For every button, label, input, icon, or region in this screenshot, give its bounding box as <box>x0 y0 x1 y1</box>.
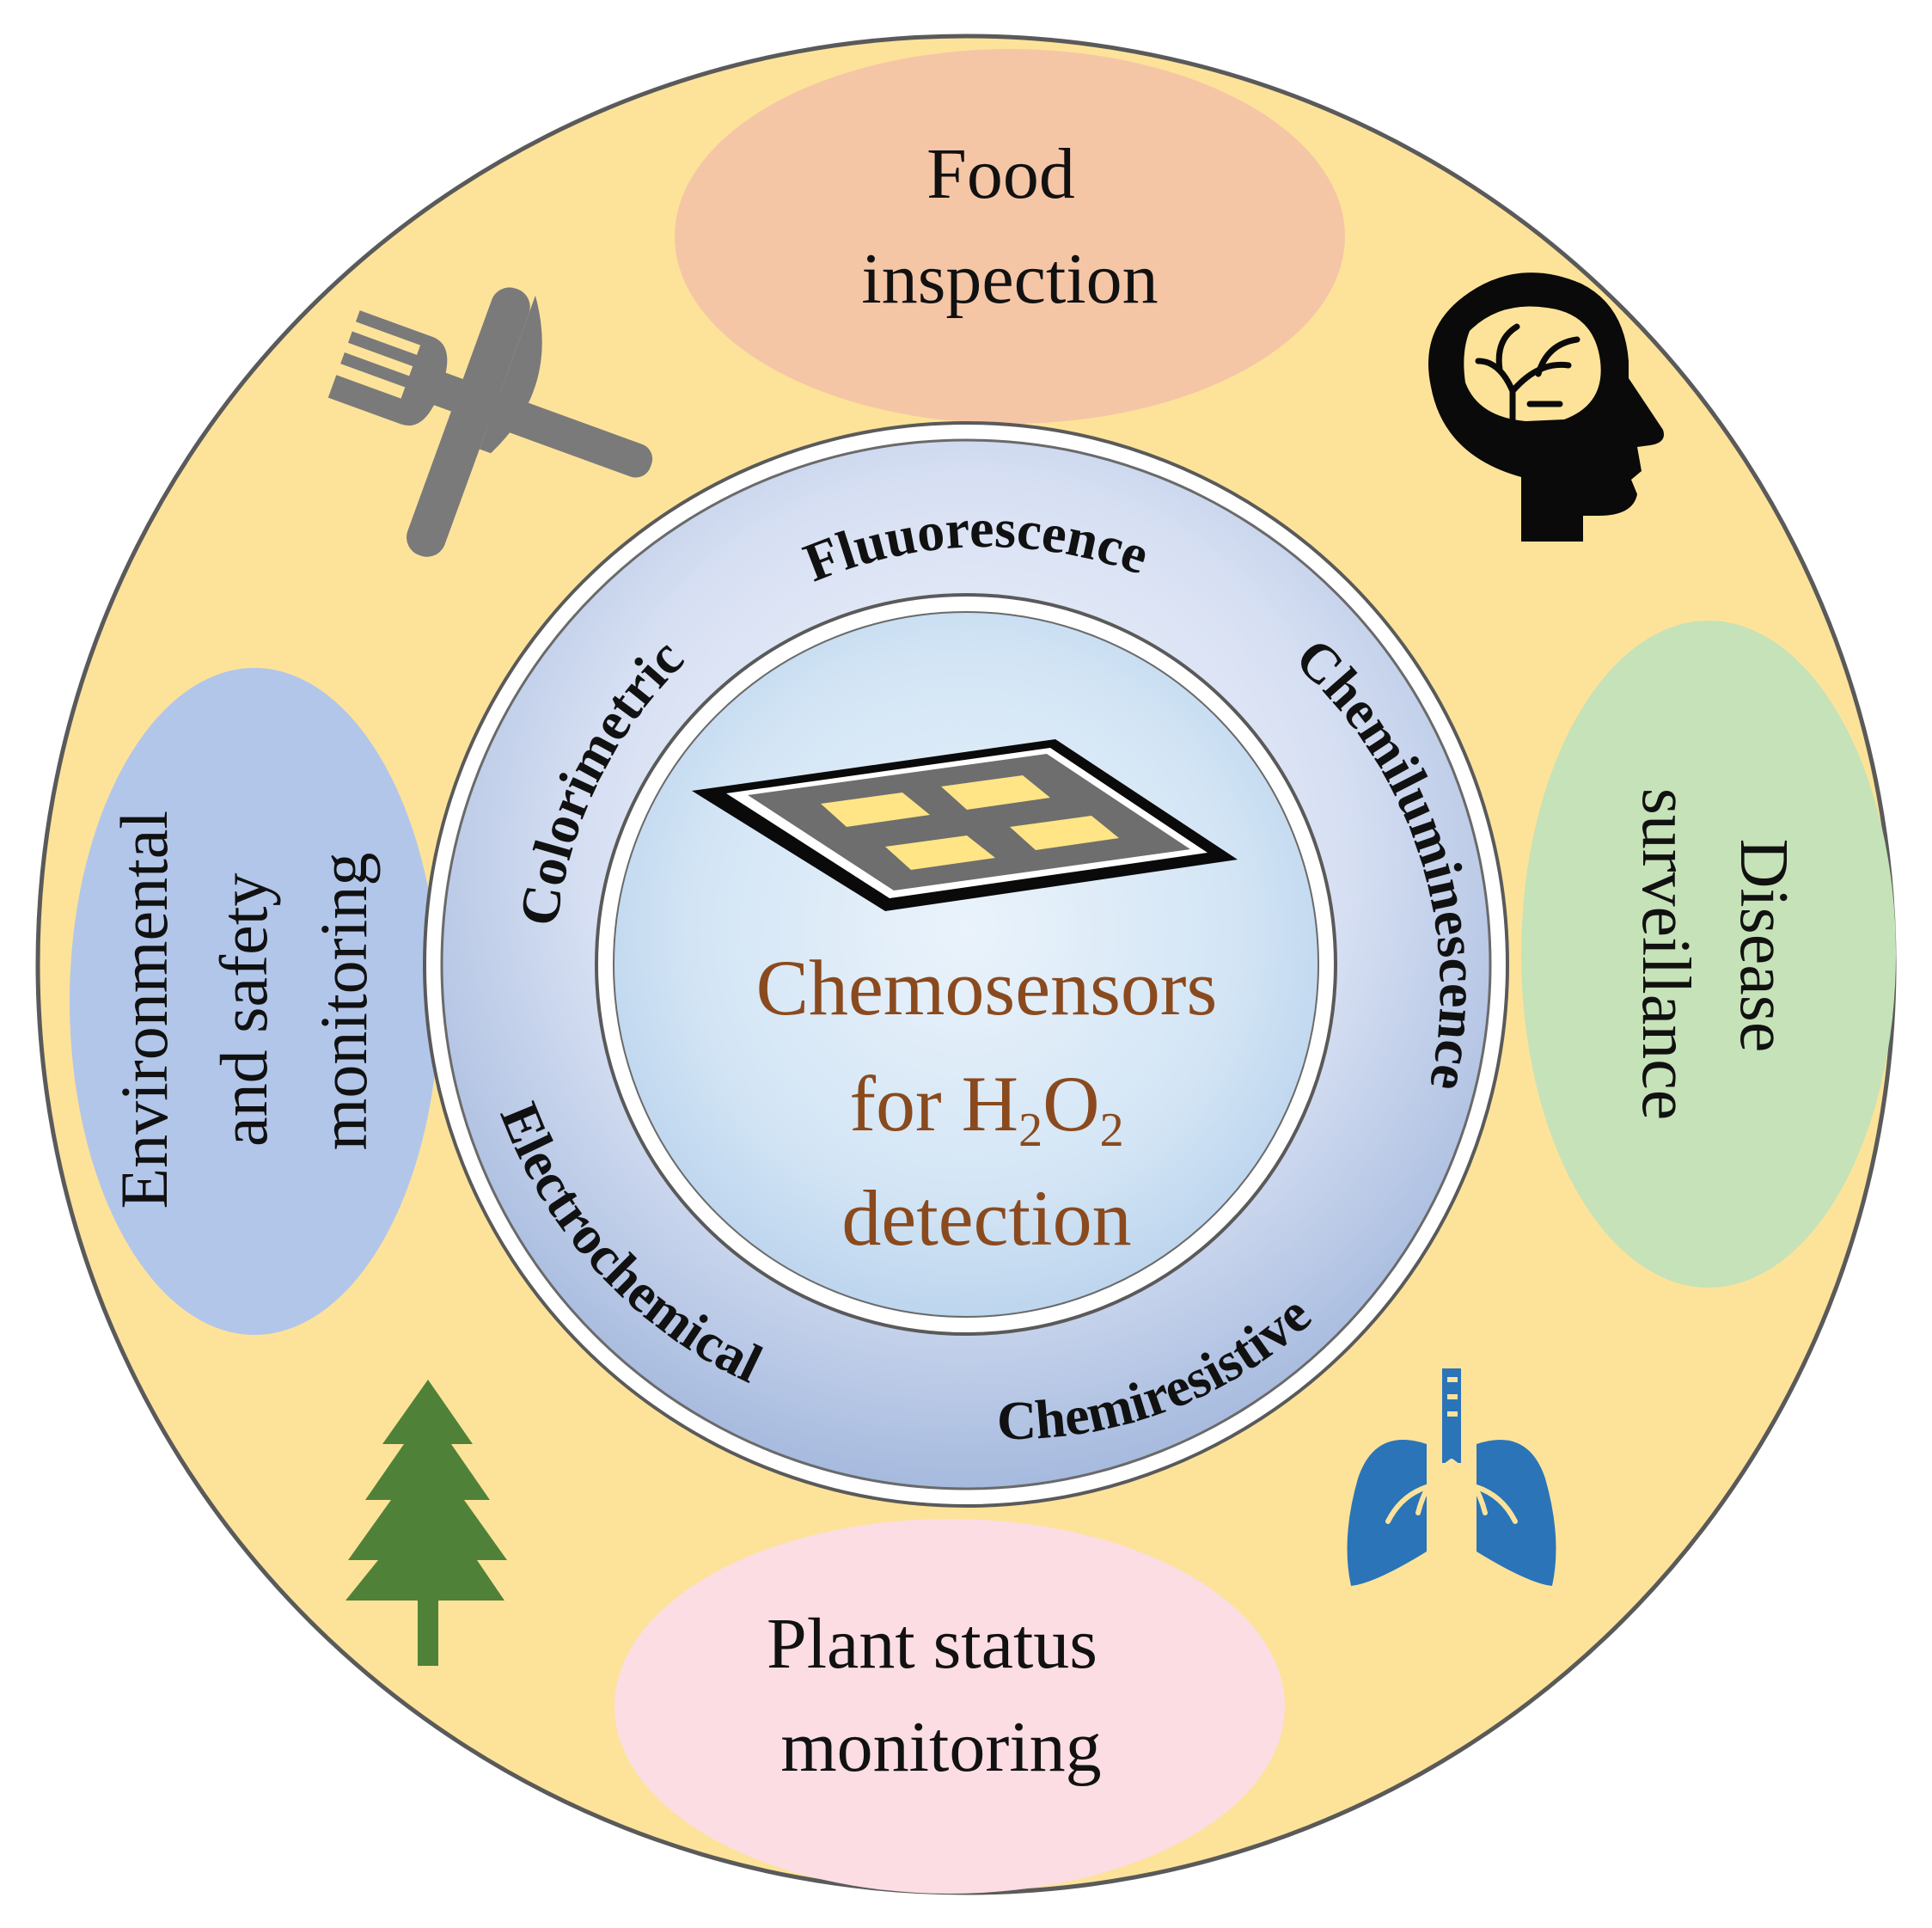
center-line3: detection <box>841 1174 1131 1262</box>
plant-label-line2: monitoring <box>780 1707 1101 1787</box>
disease-label-line1: Disease <box>1726 839 1801 1053</box>
fork-knife-icon <box>327 287 653 557</box>
svg-text:Disease surveillance: Disease surveillance <box>1628 788 1801 1120</box>
plant-oval <box>614 1519 1285 1894</box>
svg-text:Environmental and safety: Environmental and safety monitoring <box>107 793 381 1209</box>
environment-label-line2: and safety <box>206 873 281 1147</box>
food-label-line1: Food <box>926 134 1075 214</box>
center-line2-prefix: for H <box>849 1060 1018 1148</box>
food-label: Food inspection <box>861 134 1158 319</box>
food-oval <box>675 49 1345 424</box>
environment-oval <box>70 668 439 1335</box>
environment-label-line1: Environmental <box>107 811 181 1209</box>
head-brain-icon <box>1428 272 1664 542</box>
environment-label-line3: monitoring <box>306 853 381 1151</box>
disease-oval <box>1521 621 1896 1288</box>
center-title: Chemosensors <box>756 944 1218 1031</box>
plant-label-line1: Plant status <box>767 1604 1097 1684</box>
lungs-icon <box>1347 1368 1556 1586</box>
center-line2-sub2: 2 <box>1100 1104 1124 1157</box>
center-line2-sub1: 2 <box>1018 1104 1042 1157</box>
center-line3-text: detection <box>841 1174 1131 1262</box>
disease-label-line2: surveillance <box>1628 788 1703 1120</box>
center-line2-mid: O <box>1042 1060 1099 1148</box>
disease-label: Disease surveillance <box>1628 788 1801 1120</box>
center-line1: Chemosensors <box>756 944 1218 1031</box>
food-label-line2: inspection <box>861 239 1158 319</box>
environment-label: Environmental and safety monitoring <box>107 793 381 1209</box>
center-formula: for H2O2 <box>849 1060 1123 1157</box>
plant-label: Plant status monitoring <box>767 1604 1116 1787</box>
sensor-chip-icon <box>692 739 1238 911</box>
pine-tree-icon <box>345 1380 507 1666</box>
